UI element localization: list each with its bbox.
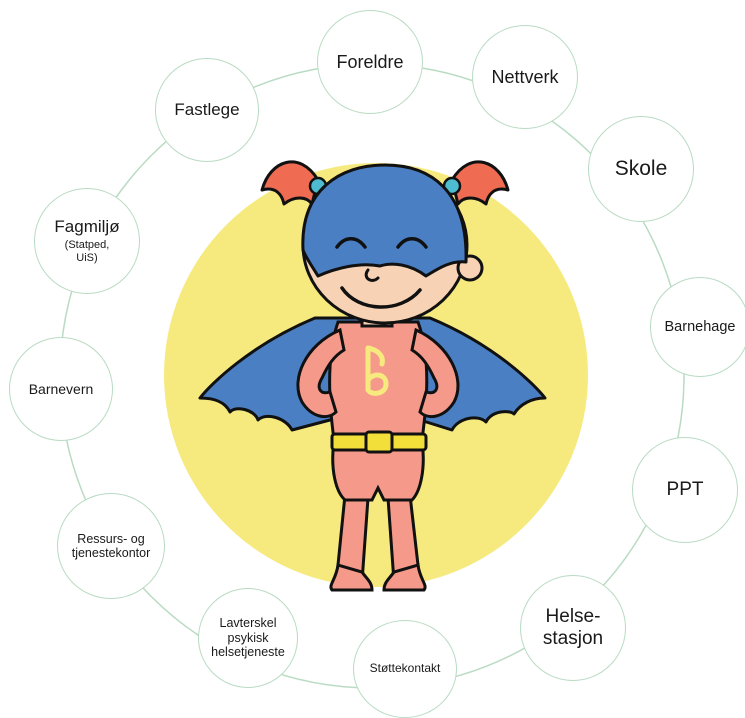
node-label: Foreldre [336,51,404,72]
node-label-line: Ressurs- og [77,531,145,546]
node-fastlege: Fastlege [155,58,259,162]
node-fagmiljo: Fagmiljø (Statped, UiS) [34,188,140,294]
node-label: PPT [666,479,704,501]
node-lavterskel: Lavterskel psykisk helsetjeneste [198,588,298,688]
left-boot [329,563,374,592]
right-arm [410,327,460,419]
right-pigtail [450,160,510,206]
node-skole: Skole [588,116,694,222]
nose [364,268,380,282]
node-label-line: psykisk [227,630,269,645]
node-nettverk: Nettverk [472,25,578,129]
node-sublabel: (Statped, [64,238,110,251]
node-barnehage: Barnehage [650,277,745,377]
node-label: Fagmiljø [54,217,120,237]
left-eye [335,237,367,249]
node-label-line: stasjon [542,628,604,649]
right-eye [396,237,428,249]
left-pigtail [260,160,320,206]
shorts [331,438,425,502]
right-boot [382,563,427,592]
node-label: Skole [614,156,668,180]
node-ressurs: Ressurs- og tjenestekontor [57,493,165,599]
node-label: Barnevern [28,380,94,397]
belt-buckle [364,430,394,454]
node-helsestasjon: Helse- stasjon [520,575,626,681]
node-label: Fastlege [174,100,240,120]
smile [340,286,422,309]
node-label-line: Helse- [545,606,601,628]
left-arm [296,327,346,419]
node-label: Barnehage [664,318,736,335]
node-label: Støttekontakt [369,661,441,676]
node-stottekontakt: Støttekontakt [353,620,457,718]
node-foreldre: Foreldre [317,10,423,114]
node-barnevern: Barnevern [9,337,113,441]
node-sublabel: UiS) [76,251,98,264]
node-label-line: tjenestekontor [71,546,151,560]
node-ppt: PPT [632,437,738,543]
node-label-line: Lavterskel [219,616,277,631]
torso [328,320,429,442]
node-label-line: helsetjeneste [211,645,285,660]
node-label: Nettverk [491,66,559,87]
music-note-icon [365,345,389,396]
